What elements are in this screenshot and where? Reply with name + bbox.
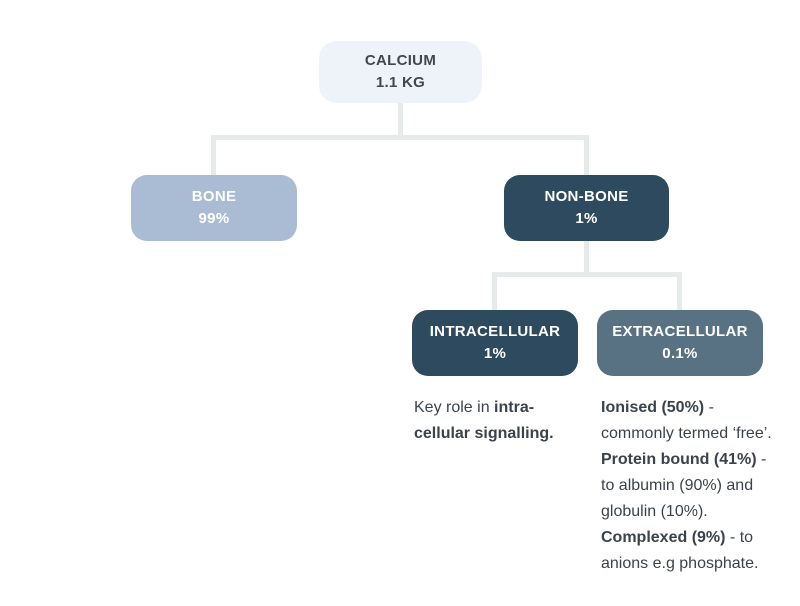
node-calcium-value: 1.1 KG xyxy=(375,74,426,91)
note-text: Key role in xyxy=(414,399,495,416)
note-text-bold: intra- xyxy=(494,399,535,416)
note-extracellular: Ionised (50%) - commonly termed ‘free’. … xyxy=(601,395,796,577)
node-extracellular-value: 0.1% xyxy=(662,345,698,362)
node-extracellular-label: EXTRACELLULAR xyxy=(612,323,748,340)
node-extracellular: EXTRACELLULAR 0.1% xyxy=(597,310,763,376)
note-line: Key role in intra- xyxy=(414,395,599,421)
note-line: anions e.g phosphate. xyxy=(601,551,796,577)
note-line: Complexed (9%) - to xyxy=(601,525,796,551)
node-intracellular: INTRACELLULAR 1% xyxy=(412,310,578,376)
note-text: anions e.g phosphate. xyxy=(601,555,759,572)
note-line: Ionised (50%) - xyxy=(601,395,796,421)
node-intracellular-label: INTRACELLULAR xyxy=(429,323,561,340)
node-bone-value: 99% xyxy=(198,210,230,227)
connector-root-stem xyxy=(398,100,403,140)
connector-level1-horizontal xyxy=(211,135,589,140)
note-line: commonly termed ‘free’. xyxy=(601,421,796,447)
note-text-bold: Complexed (9%) xyxy=(601,529,726,546)
note-line: Protein bound (41%) - xyxy=(601,447,796,473)
connector-intracellular-drop xyxy=(492,272,497,317)
node-non-bone-label: NON-BONE xyxy=(544,188,629,205)
node-intracellular-value: 1% xyxy=(483,345,507,362)
note-intracellular: Key role in intra- cellular signalling. xyxy=(414,395,599,447)
note-text: to albumin (90%) and xyxy=(601,477,754,494)
note-line: to albumin (90%) and xyxy=(601,473,796,499)
note-text: commonly termed ‘free’. xyxy=(601,425,772,442)
note-text: globulin (10%). xyxy=(601,503,708,520)
note-text-bold: Ionised (50%) xyxy=(601,399,705,416)
note-text: - to xyxy=(725,529,754,546)
note-line: cellular signalling. xyxy=(414,421,599,447)
connector-extracellular-drop xyxy=(677,272,682,317)
connector-non-bone-stem xyxy=(584,235,589,277)
connector-bone-drop xyxy=(211,135,216,180)
node-bone: BONE 99% xyxy=(131,175,297,241)
node-calcium: CALCIUM 1.1 KG xyxy=(319,41,482,103)
node-non-bone-value: 1% xyxy=(575,210,598,227)
connector-level2-horizontal xyxy=(492,272,682,277)
note-line: globulin (10%). xyxy=(601,499,796,525)
node-calcium-label: CALCIUM xyxy=(364,52,437,69)
note-text-bold: Protein bound (41%) xyxy=(601,451,757,468)
node-non-bone: NON-BONE 1% xyxy=(504,175,669,241)
note-text-bold: cellular signalling. xyxy=(414,425,554,442)
note-text: - xyxy=(704,399,714,416)
node-bone-label: BONE xyxy=(191,188,237,205)
note-text: - xyxy=(756,451,767,468)
connector-non-bone-drop xyxy=(584,135,589,180)
